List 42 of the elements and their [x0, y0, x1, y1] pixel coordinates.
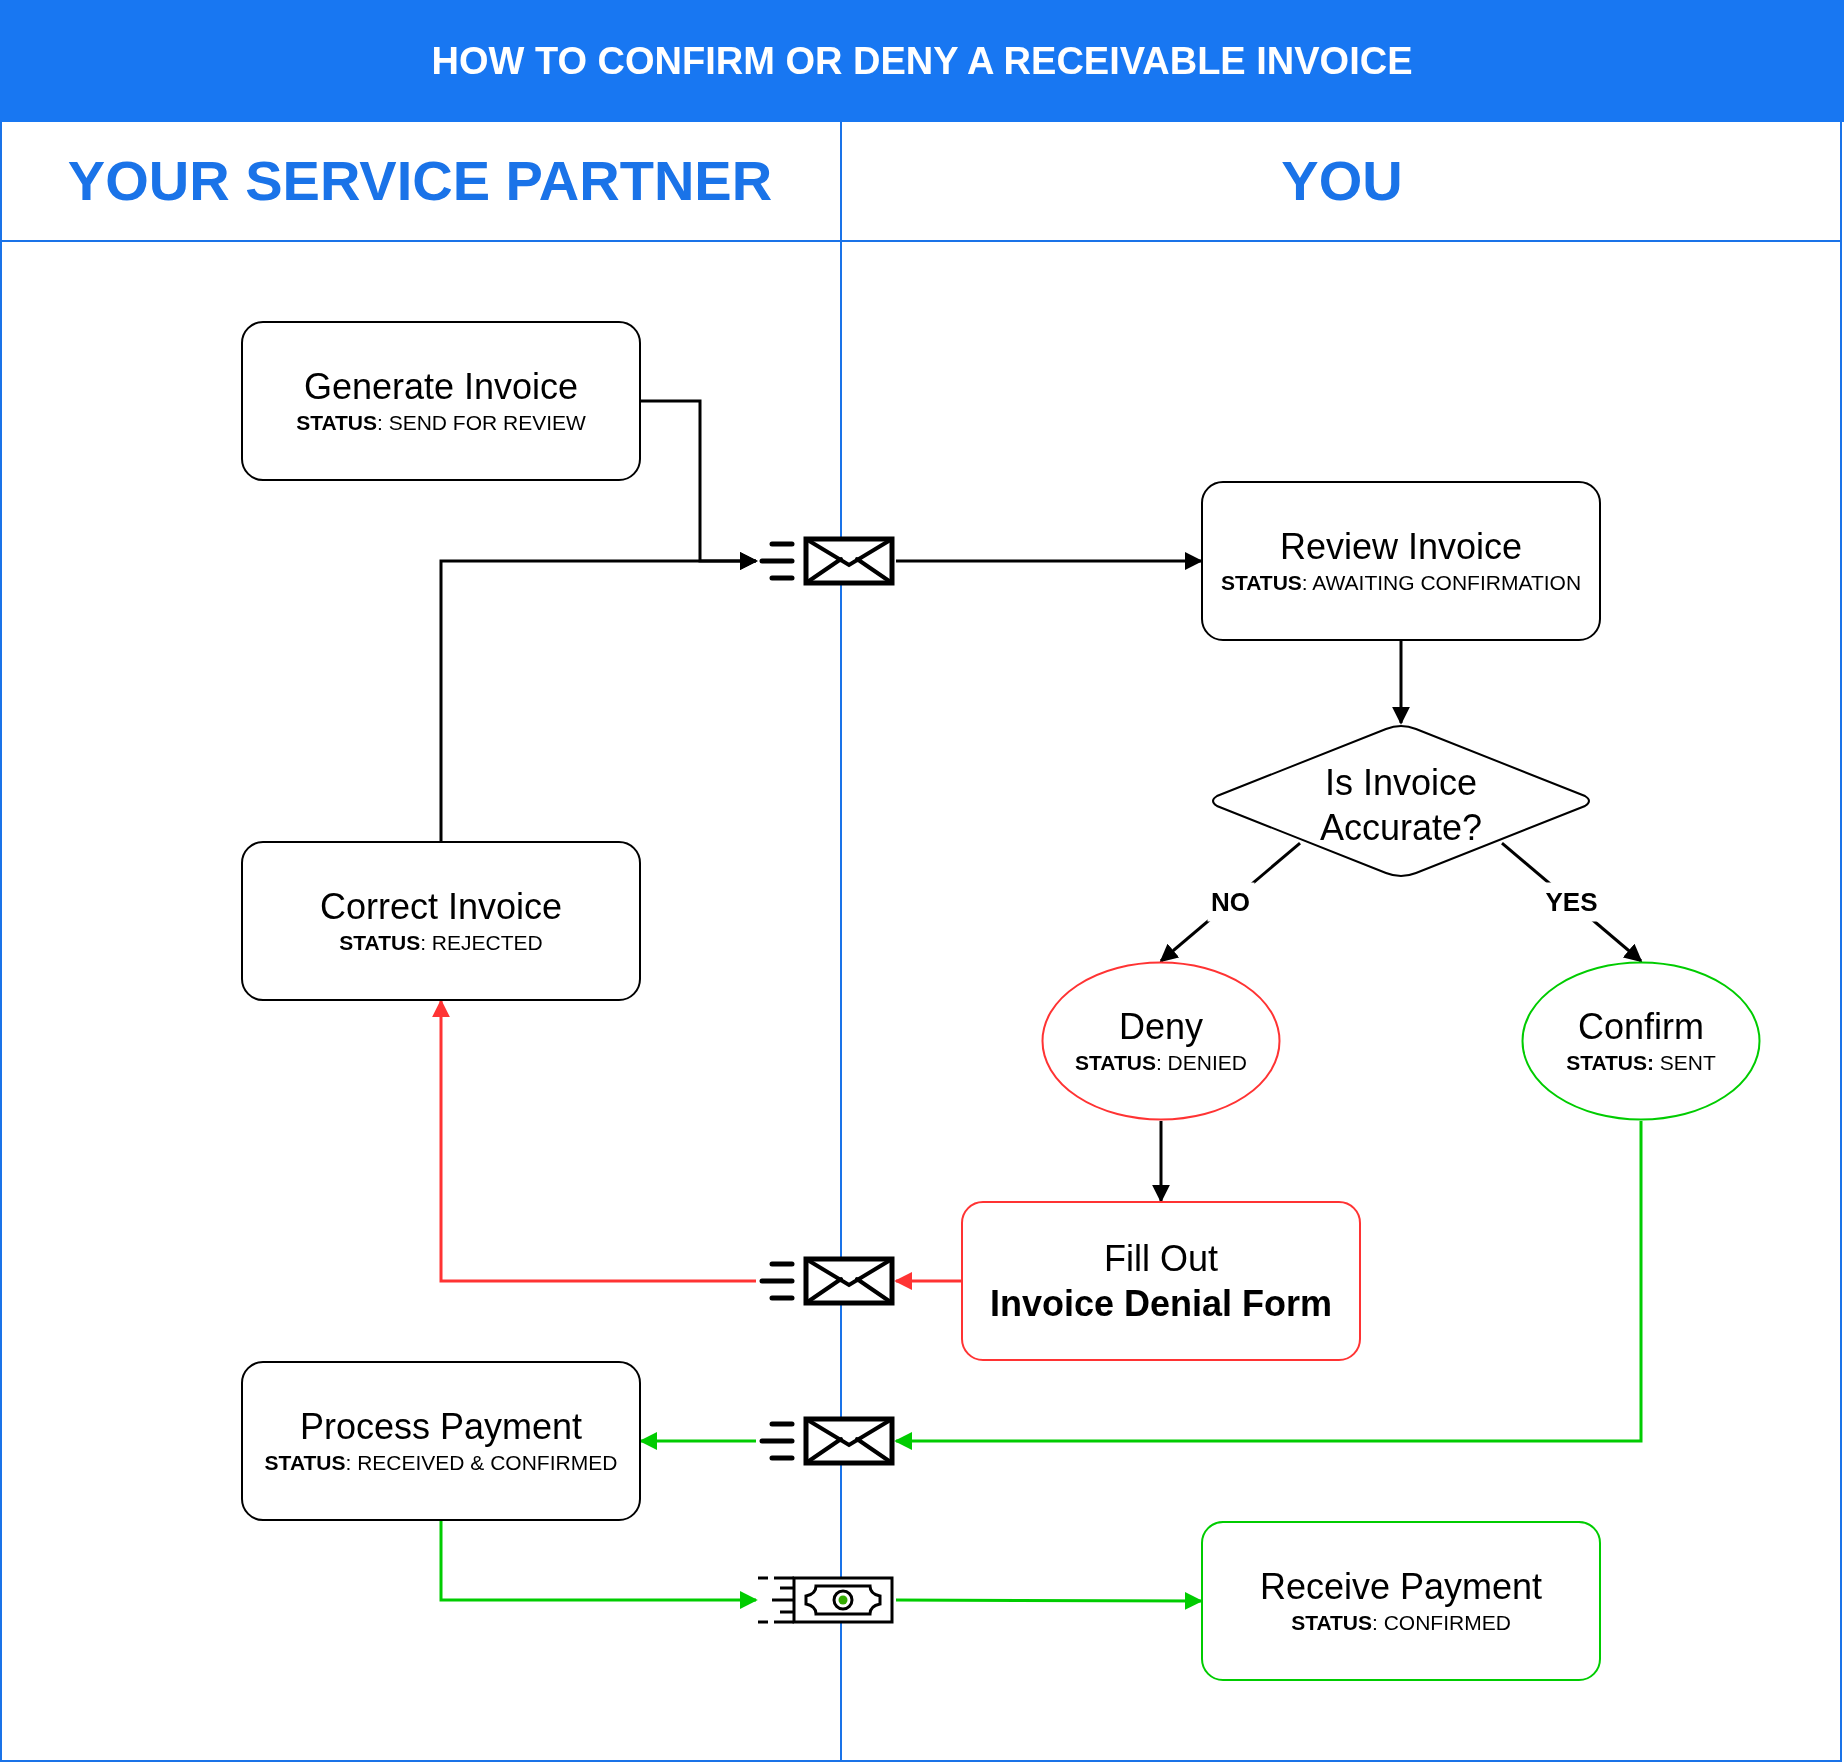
- arrow: [439, 552, 758, 841]
- node-title: Review Invoice: [1279, 525, 1523, 570]
- node-title: Correct Invoice: [319, 885, 563, 930]
- process-box: [241, 321, 641, 481]
- status-text: STATUS: REJECTED: [339, 930, 543, 957]
- process-box: [241, 841, 641, 1001]
- node-title: Generate Invoice: [303, 365, 579, 410]
- arrow: [1152, 1121, 1170, 1203]
- arrow: [894, 1121, 1643, 1450]
- swimlane: [0, 122, 842, 1762]
- arrow: [896, 1591, 1203, 1610]
- process-box: [241, 1361, 641, 1521]
- banknote-icon: [756, 1574, 896, 1626]
- process-box: [1201, 1521, 1601, 1681]
- status-text: STATUS: SENT: [1566, 1050, 1716, 1077]
- decision-diamond: [1209, 723, 1593, 879]
- status-text: STATUS: SEND FOR REVIEW: [296, 410, 586, 437]
- arrow: [432, 999, 756, 1283]
- lane-header: YOU: [1281, 148, 1403, 214]
- status-text: STATUS: CONFIRMED: [1291, 1610, 1511, 1637]
- node-title: Receive Payment: [1259, 1565, 1543, 1610]
- status-text: STATUS: RECEIVED & CONFIRMED: [264, 1450, 618, 1477]
- process-box: [961, 1201, 1361, 1361]
- node-title: Is Invoice Accurate?: [1318, 761, 1484, 850]
- node-title: Deny: [1117, 1005, 1204, 1050]
- arrow: [439, 1521, 758, 1609]
- arrow: [896, 552, 1203, 570]
- outcome-ellipse: [1041, 961, 1281, 1121]
- node-title: Fill Out: [1104, 1237, 1218, 1281]
- status-text: STATUS: AWAITING CONFIRMATION: [1220, 570, 1582, 597]
- title-banner: HOW TO CONFIRM OR DENY A RECEIVABLE INVOICE: [0, 0, 1844, 122]
- outcome-ellipse: [1521, 961, 1761, 1121]
- process-box: [1201, 481, 1601, 641]
- arrow: [639, 1432, 756, 1450]
- edge-label: NO: [1207, 882, 1254, 922]
- node-title: Confirm: [1576, 1005, 1705, 1050]
- status-text: Invoice Denial Form: [989, 1282, 1333, 1326]
- lane-header: YOUR SERVICE PARTNER: [67, 148, 773, 214]
- arrow: [1392, 641, 1410, 725]
- node-title: Process Payment: [299, 1405, 583, 1450]
- arrow: [894, 1272, 961, 1290]
- status-text: STATUS: DENIED: [1075, 1050, 1247, 1077]
